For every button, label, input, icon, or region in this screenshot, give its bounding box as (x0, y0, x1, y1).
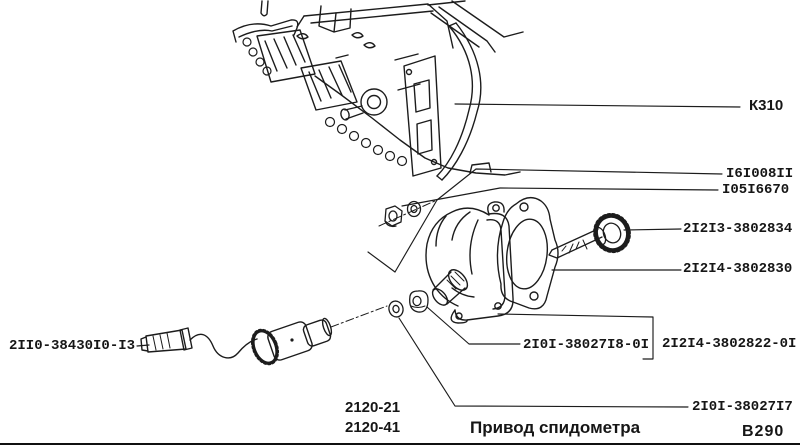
leader-bolt (436, 168, 723, 201)
callout-bolt: I6I008II (726, 166, 794, 182)
page-code: В290 (742, 423, 785, 440)
washer-and-nut-drawing (388, 290, 429, 318)
model-code-2: 2120-41 (345, 419, 401, 436)
callout-drive-assembly: 2I2I4-3802822-0I (662, 336, 797, 352)
callout-gearbox: К310 (749, 97, 784, 114)
sensor-axis-centerline (330, 305, 388, 328)
page-bottom-rule (0, 443, 800, 445)
callout-housing: 2I2I4-3802830 (683, 261, 793, 277)
callout-driven-gear: 2I2I3-3802834 (683, 221, 793, 237)
bracket-drive-assembly (497, 313, 654, 360)
gearbox-assembly-drawing (232, 0, 524, 181)
leader-washer (398, 317, 689, 408)
leader-speed-sensor (136, 344, 150, 347)
bolt-axis-centerline (378, 199, 438, 227)
callout-washer: 2I0I-38027I7 (692, 399, 793, 415)
callout-speed-sensor: 2II0-38430I0-I3 (9, 338, 136, 354)
leader-washer-small (401, 187, 719, 207)
speed-sensor-drawing (140, 305, 388, 366)
model-code-1: 2120-21 (345, 399, 401, 416)
mount-bolt-and-washer-drawing (378, 199, 438, 228)
gasket-drawing (496, 196, 559, 310)
page-title: Привод спидометра (470, 418, 641, 437)
callout-nut: 2I0I-38027I8-0I (523, 337, 650, 353)
pointer-v-lines (367, 199, 438, 273)
drive-housing-drawing (425, 201, 514, 324)
leader-driven-gear (623, 228, 682, 231)
driven-gear-drawing (548, 212, 631, 259)
leader-nut (426, 306, 521, 345)
callout-washer-small: I05I6670 (722, 182, 790, 198)
leader-gearbox (454, 103, 741, 108)
leader-lines (136, 103, 741, 408)
